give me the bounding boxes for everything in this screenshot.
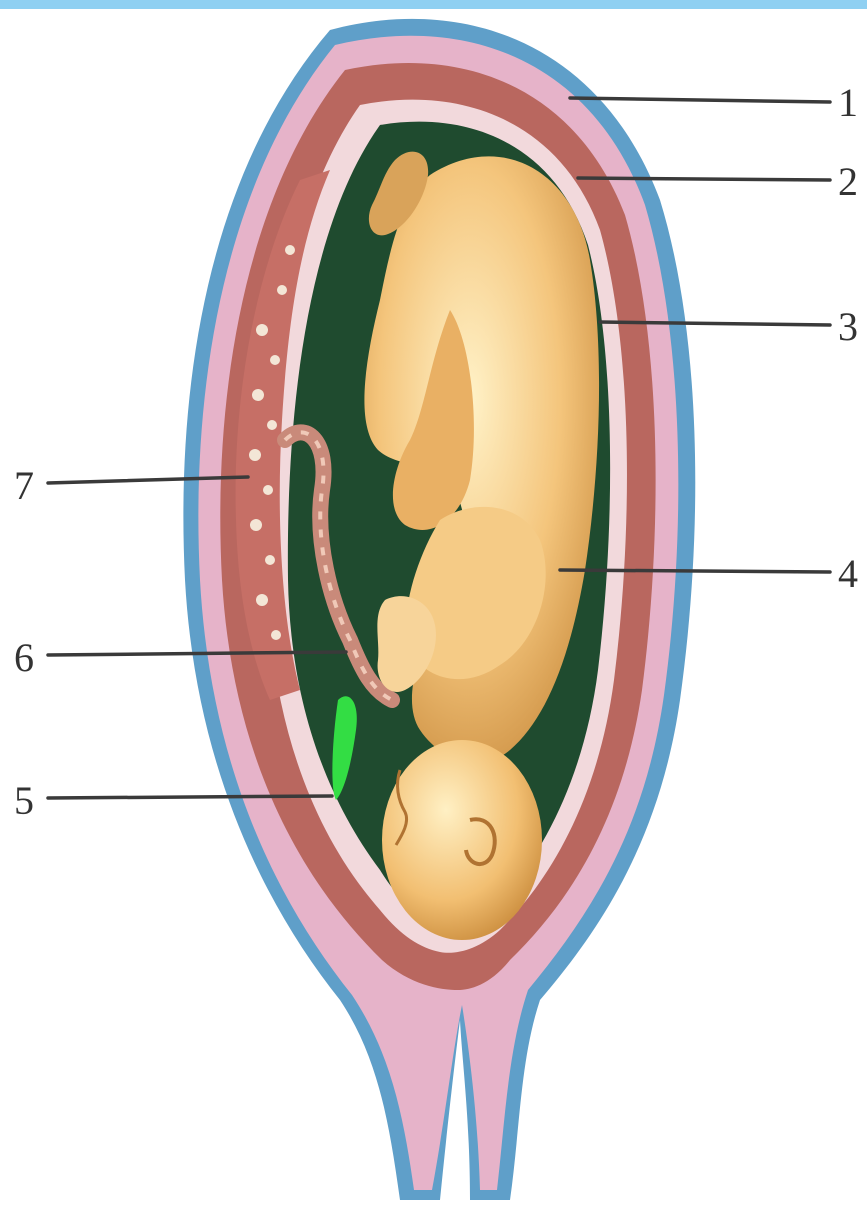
label-line-1 xyxy=(570,98,830,102)
label-1: 1 xyxy=(838,80,858,125)
fetus-head xyxy=(382,740,542,940)
label-2: 2 xyxy=(838,159,858,204)
label-line-2 xyxy=(578,178,830,180)
label-3: 3 xyxy=(838,304,858,349)
label-6: 6 xyxy=(14,635,34,680)
label-line-5 xyxy=(48,796,332,798)
label-line-4 xyxy=(560,570,830,572)
label-7: 7 xyxy=(14,463,34,508)
label-4: 4 xyxy=(838,551,858,596)
label-5: 5 xyxy=(14,778,34,823)
